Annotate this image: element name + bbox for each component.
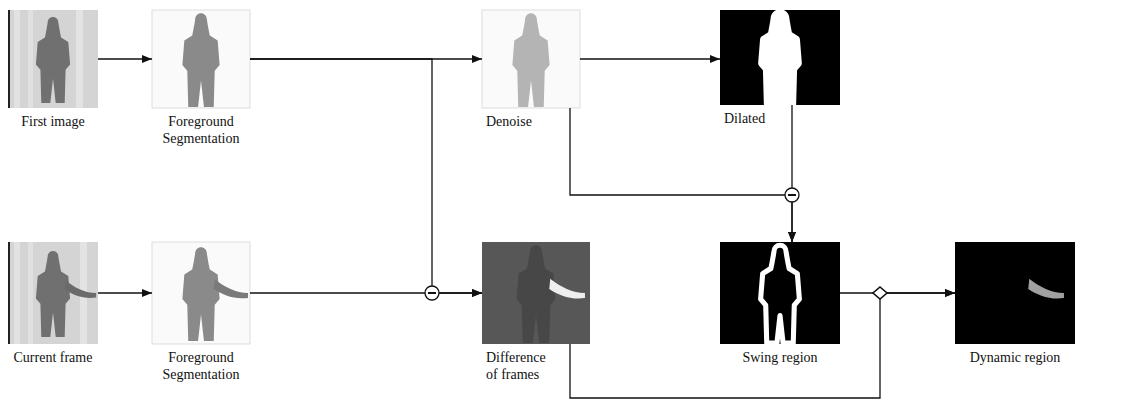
image-caption: First image — [8, 114, 98, 131]
image-panel: Swing region — [720, 242, 840, 344]
flow-arrow — [570, 108, 792, 242]
image-panel: First image — [8, 10, 98, 108]
image-panel: Denoise — [482, 10, 580, 108]
mask-image — [955, 242, 1075, 344]
image-caption: Dilated — [724, 111, 784, 128]
image-panel: Foreground Segmentation — [152, 10, 250, 108]
image-panel: Dilated — [720, 10, 840, 105]
flow-arrow — [791, 105, 792, 242]
image-panel: Difference of frames — [482, 242, 590, 344]
image-caption: Foreground Segmentation — [146, 114, 256, 148]
image-caption: Dynamic region — [955, 350, 1075, 367]
mask-image — [720, 10, 840, 105]
flow-arrow — [580, 58, 720, 59]
difference-image — [482, 242, 590, 344]
flow-arrow — [840, 292, 955, 293]
image-caption: Difference of frames — [486, 350, 558, 384]
depth-image — [152, 10, 250, 108]
depth-image — [8, 242, 98, 344]
subtract-operator — [785, 188, 799, 202]
flow-arrow — [570, 293, 955, 398]
subtract-operator — [425, 286, 439, 300]
image-caption: Foreground Segmentation — [146, 350, 256, 384]
image-caption: Denoise — [486, 114, 566, 131]
depth-image — [8, 10, 98, 108]
image-panel: Dynamic region — [955, 242, 1075, 344]
image-caption: Swing region — [720, 350, 840, 367]
mask-image — [720, 242, 840, 344]
depth-image — [152, 242, 250, 344]
flow-arrow — [98, 58, 152, 59]
intersect-operator — [873, 287, 887, 299]
image-panel: Foreground Segmentation — [152, 242, 250, 344]
flow-arrow — [250, 59, 482, 293]
image-caption: Current frame — [8, 350, 98, 367]
flow-arrow — [98, 292, 152, 293]
image-panel: Current frame — [8, 242, 98, 344]
depth-image — [482, 10, 580, 108]
